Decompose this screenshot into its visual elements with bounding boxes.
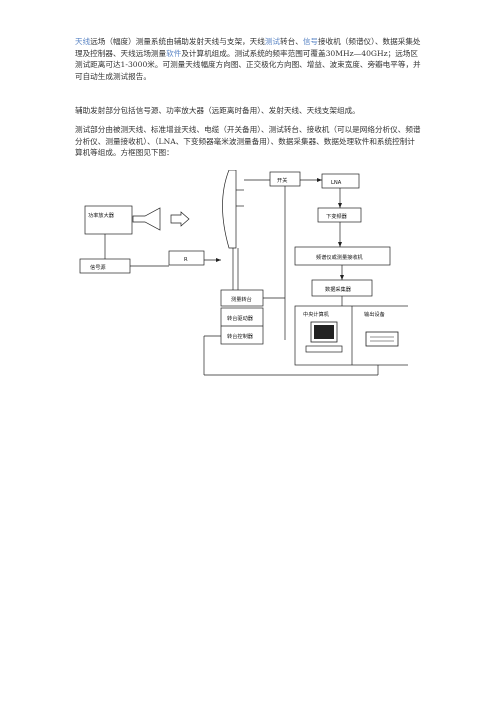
text-segment: 接收机（频谱仪）、数据采集处理及控制器、天线远场测量 [75,37,421,58]
central-computer-label: 中央计算机 [303,310,330,318]
turntable-driver-label: 转台驱动器 [227,314,254,322]
r-label: R [184,257,188,263]
text-segment: 远场（幅度）测量系统由辅助发射天线与支架，天线 [90,37,265,46]
text-segment: 及计算机组成。测试系统的频率范围可覆盖30MHz—40GHz；远场区测试距离可达… [75,48,421,81]
test-turntable-label: 测量转台 [231,295,252,303]
link-signal[interactable]: 信号 [302,37,318,46]
receiver-box [294,246,391,266]
test-paragraph: 测试部分由被测天线、标准增益天线、电缆（开关备用）、测试转台、接收机（可以是网络… [75,125,421,158]
receiver-label: 频谱仪或测量接收机 [316,253,364,261]
downconverter-label: 下变频器 [326,212,348,220]
link-test[interactable]: 测试 [264,37,281,46]
intro-paragraph: 天线远场（幅度）测量系统由辅助发射天线与支架，天线测试转台、信号接收机（频谱仪）… [75,36,421,82]
link-antenna[interactable]: 天线 [75,37,91,46]
computer-icon [305,321,343,353]
printer-icon [365,331,399,347]
dish-antenna-shape [222,170,237,249]
downconverter-box [317,207,362,223]
link-software[interactable]: 软件 [166,48,182,58]
power-amp-box [84,205,133,235]
block-diagram: 功率放大器 信号源 R 开关 LNA 下变频器 频谱仪或测量接收机 数据采集器 … [79,170,408,376]
output-device-label: 输出设备 [364,310,386,318]
data-collector-label: 数据采集器 [325,285,352,293]
power-amp-label: 功率放大器 [88,211,115,219]
signal-source-label: 信号源 [90,263,106,271]
hollow-arrow-shape [170,211,190,227]
text-segment: 转台、 [280,37,303,46]
lna-box [321,173,360,189]
r-box [168,250,205,266]
lna-label: LNA [331,180,342,186]
transmit-paragraph: 辅助发射部分包括信号源、功率放大器（远距离时备用）、发射天线、天线支架组成。 [75,106,360,115]
computer-frame [294,305,408,366]
horn-antenna-shape [132,207,161,231]
turntable-controller-label: 转台控制器 [227,332,254,340]
switch-label: 开关 [277,176,287,184]
